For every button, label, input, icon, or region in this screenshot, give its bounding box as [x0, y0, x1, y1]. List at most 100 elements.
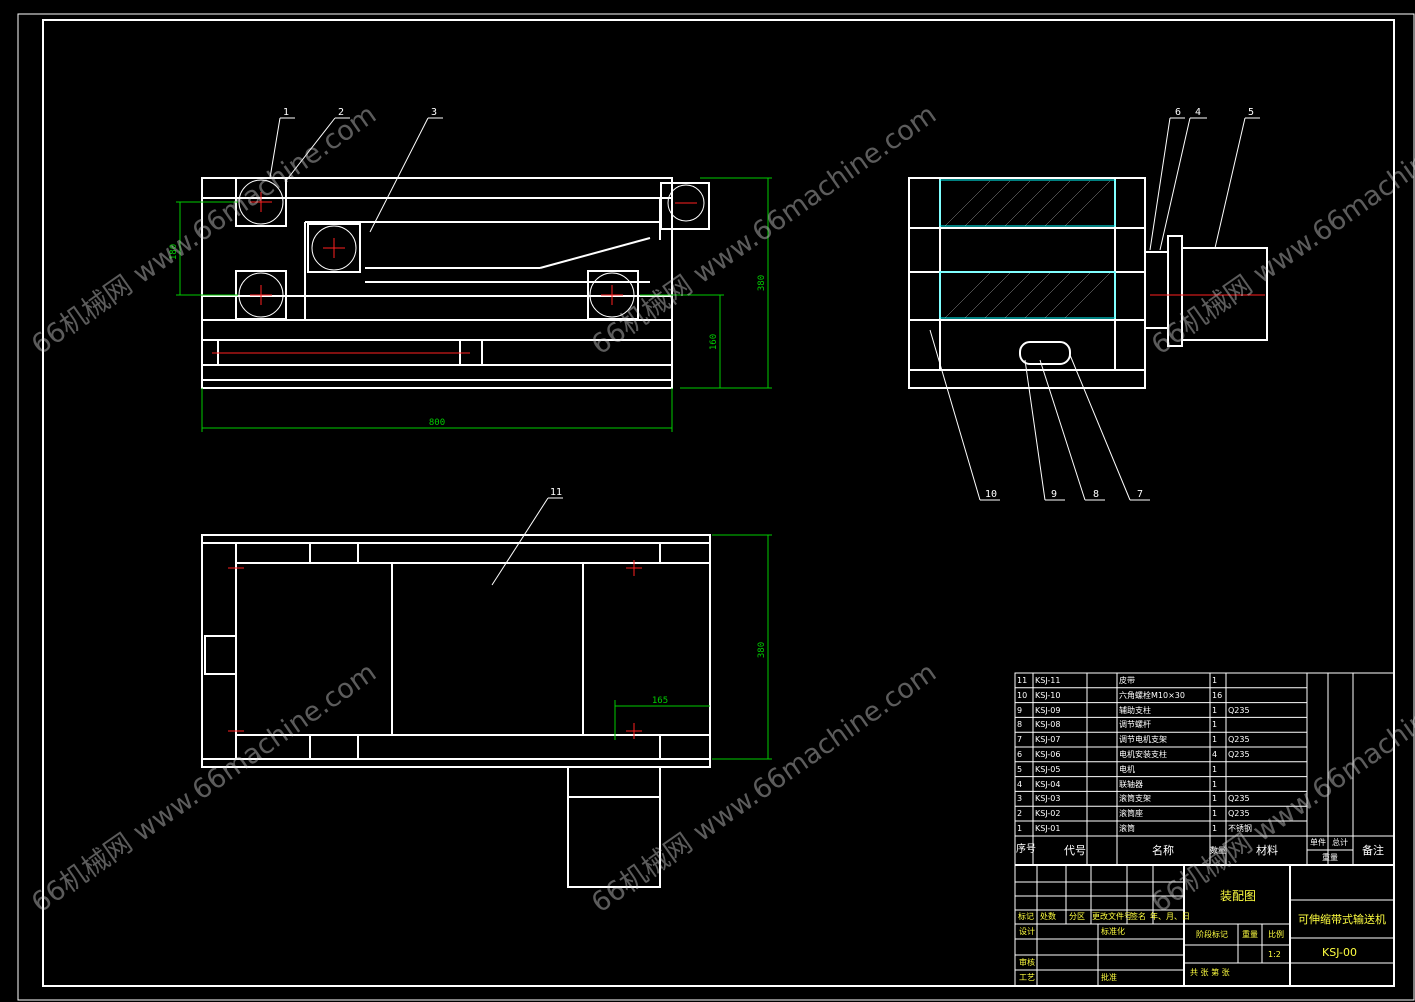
bom-cell-name: 联轴器: [1119, 779, 1143, 789]
bom-cell-code: KSJ-11: [1035, 676, 1061, 685]
rev-label: 分区: [1069, 912, 1085, 921]
leader-label: 5: [1248, 107, 1254, 118]
bom-cell-qty: 1: [1212, 705, 1218, 715]
bom-header-qty: 数量: [1210, 846, 1226, 855]
rev-label: 更改文件号: [1092, 912, 1132, 921]
dim-front-width: 800: [429, 418, 445, 428]
scale-label: 比例: [1268, 930, 1284, 939]
bom-cell-code: KSJ-01: [1035, 824, 1061, 833]
bom-cell-name: 滚筒: [1119, 824, 1135, 833]
bom-cell-code: KSJ-03: [1035, 794, 1061, 804]
bom-cell-name: 滚筒支架: [1119, 794, 1151, 804]
bom-cell-material: 不锈钢: [1228, 824, 1252, 833]
bom-cell-no: 8: [1017, 720, 1023, 730]
leader-label: 9: [1051, 489, 1057, 500]
bom-cell-no: 4: [1017, 779, 1023, 789]
bom-cell-qty: 1: [1212, 735, 1218, 745]
scale-value: 1:2: [1268, 950, 1281, 959]
bom-cell-qty: 1: [1212, 809, 1218, 819]
bom-cell-name: 滚筒座: [1119, 809, 1143, 819]
title-block-grid: [1014, 864, 1395, 987]
bom-cell-qty: 1: [1212, 794, 1218, 804]
bom-cell-name: 调节螺杆: [1119, 720, 1151, 730]
leader-label: 2: [338, 107, 344, 118]
bom-cell-no: 9: [1017, 705, 1023, 715]
bom-cell-code: KSJ-06: [1035, 750, 1061, 759]
leader-label: 8: [1093, 489, 1099, 500]
bom-cell-qty: 1: [1212, 764, 1218, 774]
dim-front-height-small: 180: [169, 244, 179, 260]
leader-label: 6: [1175, 107, 1181, 118]
leader-label: 11: [550, 487, 562, 498]
drawing-type: 装配图: [1220, 889, 1257, 903]
inner-frame: [42, 19, 1395, 987]
bom-cell-no: 10: [1017, 690, 1028, 700]
bom-cell-code: KSJ-04: [1035, 779, 1061, 789]
bom-cell-material: Q235: [1228, 735, 1250, 745]
bom-header-code: 代号: [1064, 844, 1086, 857]
outer-frame: [17, 13, 1415, 1001]
rev-label: 年、月、日: [1150, 912, 1190, 921]
bom-cell-name: 电机: [1119, 764, 1135, 774]
bom-cell-name: 电机安装支柱: [1119, 750, 1167, 759]
bom-cell-name: 辅助支柱: [1119, 705, 1151, 715]
bom-header-remark: 备注: [1362, 844, 1384, 857]
sign-approve: 批准: [1101, 973, 1117, 982]
weight-label: 重量: [1242, 930, 1258, 939]
bom-cell-qty: 16: [1212, 690, 1223, 700]
bom-header-name: 名称: [1152, 844, 1174, 857]
bom-cell-qty: 1: [1212, 779, 1218, 789]
leader-label: 3: [431, 107, 437, 118]
sign-standard: 标准化: [1101, 927, 1125, 936]
bom-cell-no: 1: [1017, 824, 1023, 833]
plan-view: [201, 534, 711, 888]
sheet-count: 共 张 第 张: [1190, 968, 1230, 977]
bom-cell-material: Q235: [1228, 750, 1250, 759]
front-dimensions: [176, 177, 772, 432]
product-name: 可伸缩带式输送机: [1298, 913, 1386, 926]
bom-cell-material: Q235: [1228, 705, 1250, 715]
leader-label: 1: [283, 107, 289, 118]
bom-header-no: 序号: [1016, 844, 1036, 855]
leader-label: 4: [1195, 107, 1201, 118]
dim-plan-offset: 165: [652, 696, 668, 706]
bom-cell-no: 3: [1017, 794, 1023, 804]
bom-cell-code: KSJ-07: [1035, 735, 1061, 745]
bom-cell-code: KSJ-08: [1035, 720, 1061, 730]
stage-mark-label: 阶段标记: [1196, 930, 1228, 939]
bom-cell-code: KSJ-05: [1035, 764, 1061, 774]
bom-cell-code: KSJ-10: [1035, 690, 1061, 700]
rev-label: 处数: [1040, 912, 1056, 921]
bom-cell-qty: 1: [1212, 720, 1218, 730]
dim-front-height-lower: 160: [709, 334, 719, 350]
dim-plan-depth: 380: [757, 642, 767, 658]
bom-cell-no: 6: [1017, 750, 1023, 759]
side-view-hatch: [939, 179, 1116, 319]
bom-cell-qty: 1: [1212, 824, 1218, 833]
drawing-number: KSJ-00: [1322, 946, 1358, 959]
bom-cell-material: Q235: [1228, 794, 1250, 804]
sign-design: 设计: [1019, 927, 1035, 936]
dim-front-height-total: 380: [757, 275, 767, 291]
front-view-centerlines: [212, 192, 697, 354]
bom-cell-no: 5: [1017, 764, 1023, 774]
rev-label: 签名: [1130, 912, 1146, 921]
bom-header-single: 单件: [1310, 838, 1326, 847]
bom-cell-code: KSJ-02: [1035, 809, 1061, 819]
bom-cell-qty: 4: [1212, 750, 1218, 759]
sign-process: 工艺: [1019, 973, 1035, 982]
bom-cell-no: 7: [1017, 735, 1023, 745]
leader-label: 7: [1137, 489, 1143, 500]
rev-label: 标记: [1018, 912, 1034, 921]
bom-cell-material: Q235: [1228, 809, 1250, 819]
bom-header-weight: 重量: [1322, 853, 1338, 862]
front-view-roller-hatch: [238, 179, 705, 318]
bom-cell-qty: 1: [1212, 676, 1218, 685]
sign-review: 审核: [1019, 958, 1035, 967]
bom-header-total: 总计: [1332, 838, 1348, 847]
leader-label: 10: [985, 489, 997, 500]
bom-cell-no: 2: [1017, 809, 1023, 819]
bom-cell-name: 皮带: [1119, 676, 1135, 685]
bom-cell-code: KSJ-09: [1035, 705, 1061, 715]
